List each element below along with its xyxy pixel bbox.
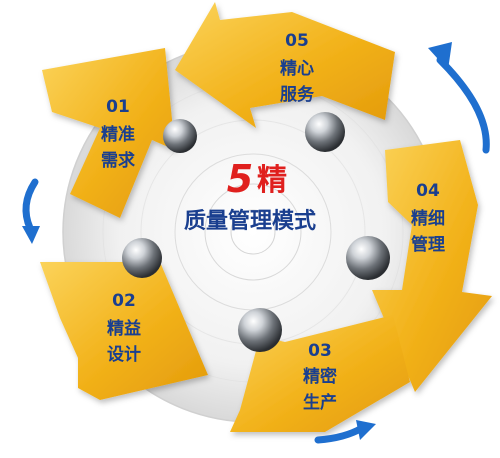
step-05-number: 05 — [285, 31, 309, 51]
steel-ball-icon — [305, 112, 345, 152]
step-04-number: 04 — [416, 181, 440, 201]
step-05-line2: 服务 — [280, 84, 315, 105]
arrowhead-icon — [22, 226, 40, 244]
step-01-number: 01 — [106, 97, 130, 117]
step-arrow-02 — [40, 262, 208, 400]
title-number: 5 — [227, 157, 253, 201]
curved-blue-arrows — [22, 42, 490, 444]
step-arrows — [40, 2, 492, 432]
steel-ball-icon — [122, 238, 162, 278]
step-02-line2: 设计 — [107, 344, 141, 365]
step-02-line1: 精益 — [107, 318, 141, 339]
step-01-line1: 精准 — [101, 124, 135, 145]
step-03-number: 03 — [308, 341, 332, 361]
steel-ball-icon — [238, 308, 282, 352]
center-title: 5 精 质量管理模式 — [184, 157, 316, 234]
step-02-number: 02 — [112, 291, 136, 311]
step-arrow-04 — [372, 140, 492, 392]
step-03-line2: 生产 — [303, 392, 337, 413]
step-03-line1: 精密 — [303, 366, 337, 387]
step-arrow-01 — [42, 48, 175, 218]
curved-blue-arrow-icon — [22, 178, 39, 232]
steel-ball-icon — [346, 236, 390, 280]
arrowhead-icon — [356, 420, 376, 440]
arrowhead-icon — [428, 42, 452, 70]
steel-ball-icon — [163, 119, 197, 153]
step-01-line2: 需求 — [101, 150, 135, 171]
title-char: 精 — [257, 163, 287, 198]
curved-blue-arrow-icon — [436, 56, 490, 154]
step-05-line1: 精心 — [280, 58, 314, 79]
step-04-line1: 精细 — [411, 208, 445, 229]
steel-balls — [122, 112, 390, 352]
title-subtitle: 质量管理模式 — [184, 208, 316, 234]
step-labels: 01 精准 需求 05 精心 服务 04 精细 管理 03 精密 生产 02 精… — [101, 31, 445, 413]
step-04-line2: 管理 — [411, 234, 445, 255]
step-arrow-05 — [175, 2, 395, 128]
